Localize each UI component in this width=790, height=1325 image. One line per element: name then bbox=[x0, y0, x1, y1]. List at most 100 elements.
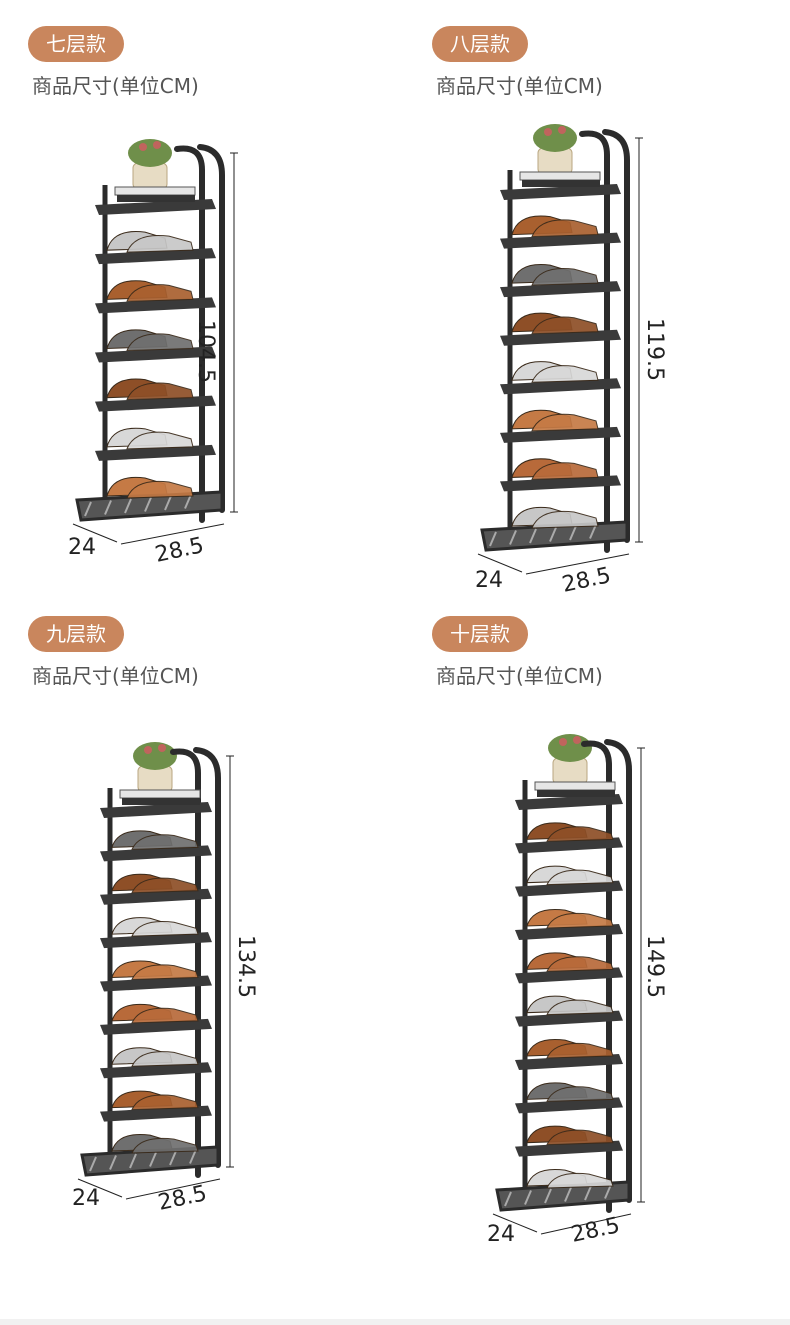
shoe bbox=[546, 1043, 614, 1059]
shelf-tier bbox=[515, 924, 623, 940]
depth-dimension-line bbox=[77, 1178, 123, 1198]
shelf-slat bbox=[589, 524, 597, 539]
depth-dimension-line bbox=[477, 553, 523, 573]
shoe bbox=[531, 365, 599, 383]
shelf-slat bbox=[549, 527, 557, 542]
shelf-tier bbox=[100, 932, 212, 949]
width-dimension-line bbox=[525, 553, 630, 575]
shelf-tier bbox=[500, 329, 621, 346]
frame-arch bbox=[174, 145, 205, 523]
shelf-slat bbox=[109, 1155, 117, 1170]
shelf-slat bbox=[604, 1184, 612, 1199]
shelf-tier bbox=[515, 967, 623, 984]
shelf-tier bbox=[100, 888, 212, 905]
depth-dimension-label: 24 bbox=[68, 535, 96, 560]
frame-arch bbox=[193, 747, 221, 1168]
shelf-slat bbox=[524, 1190, 532, 1205]
shoe bbox=[131, 877, 199, 894]
shelf-slat bbox=[584, 1185, 592, 1201]
shelf-slat bbox=[489, 531, 497, 547]
height-dimension-label: 104.5 bbox=[193, 320, 218, 383]
frame-arch bbox=[604, 739, 632, 1203]
shelf-tier bbox=[515, 794, 623, 810]
books bbox=[114, 186, 196, 196]
depth-dimension-label: 24 bbox=[72, 1186, 100, 1211]
size-subtitle: 商品尺寸(单位CM) bbox=[436, 74, 603, 98]
depth-dimension-line bbox=[492, 1213, 538, 1233]
variant-badge: 七层款 bbox=[28, 26, 124, 62]
variant-badge: 八层款 bbox=[432, 26, 528, 62]
shoe bbox=[126, 333, 194, 352]
plant-flower bbox=[544, 128, 552, 136]
plant-flower bbox=[153, 141, 161, 149]
shoe-rack-image bbox=[72, 139, 238, 545]
shoe-rack-image bbox=[492, 734, 645, 1235]
shoe bbox=[531, 219, 599, 238]
shelf-slat bbox=[169, 1150, 177, 1166]
depth-dimension-label: 24 bbox=[487, 1222, 515, 1247]
shelf-tier bbox=[95, 346, 216, 363]
variant-panel-9: 九层款 商品尺寸(单位CM) 134.5 24 28.5 bbox=[0, 600, 395, 1220]
shoe bbox=[546, 1129, 614, 1146]
shelf-slat bbox=[144, 497, 152, 512]
size-subtitle: 商品尺寸(单位CM) bbox=[32, 74, 199, 98]
shoe bbox=[546, 1173, 614, 1189]
width-dimension-line bbox=[540, 1213, 632, 1235]
variant-badge: 十层款 bbox=[432, 616, 528, 652]
shelf-tier bbox=[515, 1097, 623, 1114]
plant-flower bbox=[158, 744, 166, 752]
shelf-slat bbox=[509, 530, 517, 545]
books bbox=[119, 789, 201, 799]
books bbox=[522, 180, 600, 187]
shoe bbox=[131, 921, 199, 937]
shelf-tier bbox=[95, 395, 216, 412]
shelf-tier bbox=[500, 475, 621, 492]
shelf-slat bbox=[124, 498, 132, 514]
shoe bbox=[126, 382, 194, 401]
shoe bbox=[546, 956, 614, 972]
shelf-tier bbox=[515, 880, 623, 897]
shoe bbox=[131, 1007, 199, 1024]
shoe bbox=[131, 1094, 199, 1111]
variant-panel-8: 八层款 商品尺寸(单位CM) 119.5 24 28.5 bbox=[395, 0, 790, 600]
shelf-slat bbox=[149, 1152, 157, 1167]
shoe bbox=[531, 510, 599, 529]
shoe bbox=[531, 268, 599, 286]
depth-dimension-line bbox=[72, 523, 118, 543]
shelf-tier bbox=[100, 802, 212, 818]
plant-flower bbox=[559, 738, 567, 746]
footer-divider bbox=[0, 1319, 790, 1325]
shoe bbox=[126, 480, 194, 499]
shelf-tier bbox=[100, 1018, 212, 1035]
frame-arch bbox=[197, 144, 225, 513]
shelf-slat bbox=[529, 528, 537, 544]
shoe bbox=[546, 999, 614, 1016]
plant-flower bbox=[558, 126, 566, 134]
plant-leaves bbox=[533, 124, 577, 152]
shelf-tier bbox=[100, 1105, 212, 1122]
frame-arch bbox=[579, 130, 610, 553]
shelf-tier bbox=[500, 426, 621, 443]
shelf-slat bbox=[164, 495, 172, 511]
shelf-tier bbox=[515, 1140, 623, 1157]
plant-leaves bbox=[128, 139, 172, 167]
shelf-tier bbox=[95, 297, 216, 314]
size-subtitle: 商品尺寸(单位CM) bbox=[32, 664, 199, 688]
shelf-slat bbox=[504, 1191, 512, 1207]
frame-arch bbox=[602, 129, 630, 543]
shelf-tier bbox=[100, 845, 212, 862]
variant-panel-7: 七层款 商品尺寸(单位CM) 104.5 24 28.5 bbox=[0, 0, 395, 600]
shoe bbox=[531, 316, 599, 335]
width-dimension-line bbox=[120, 523, 225, 545]
plant-leaves bbox=[133, 742, 177, 770]
shoe-rack-image bbox=[477, 124, 643, 575]
shelf-tier bbox=[500, 281, 621, 298]
shoe bbox=[131, 1051, 199, 1067]
frame-arch bbox=[170, 748, 201, 1178]
plant-leaves bbox=[548, 734, 592, 762]
shelf-tier bbox=[500, 378, 621, 395]
shelf-slat bbox=[544, 1188, 552, 1204]
depth-dimension-label: 24 bbox=[475, 568, 503, 593]
shelf-slat bbox=[564, 1187, 572, 1202]
shelf-slat bbox=[84, 501, 92, 517]
